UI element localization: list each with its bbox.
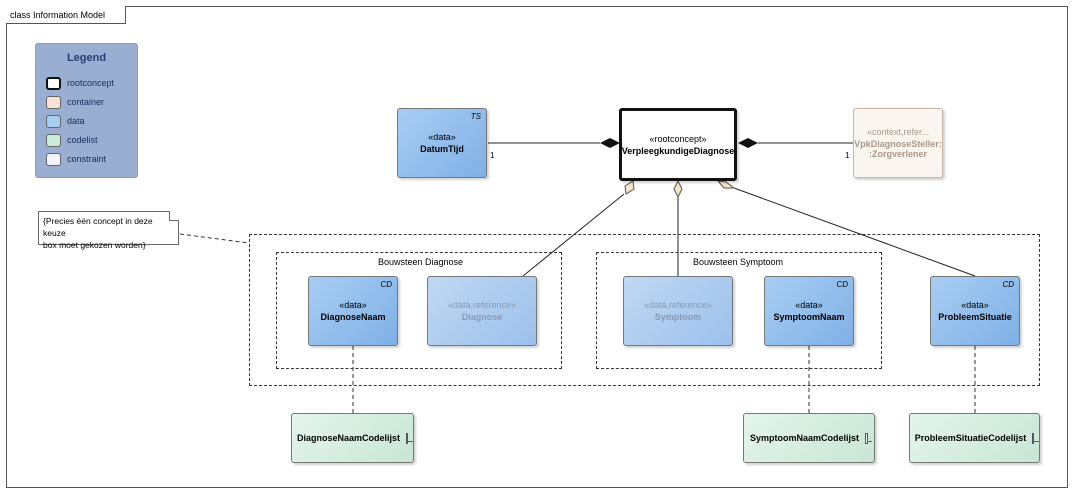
- symptoomnaam-class[interactable]: CD «data» SymptoomNaam: [764, 276, 854, 346]
- legend-item-codelist: codelist: [46, 133, 98, 147]
- diagnosenaam-codelijst[interactable]: DiagnoseNaamCodelijst: [291, 413, 414, 463]
- legend-title: Legend: [66, 52, 107, 64]
- legend-item-rootconcept: rootconcept: [46, 76, 114, 90]
- codelist-swatch: [46, 133, 61, 147]
- root-class-verpleegkundigediagnose[interactable]: «rootconcept» VerpleegkundigeDiagnose: [619, 108, 737, 181]
- zorgverlener-context-class[interactable]: «context,refer... VpkDiagnoseSteller: :Z…: [853, 108, 943, 178]
- probleemsituatie-class[interactable]: CD «data» ProbleemSituatie: [930, 276, 1020, 346]
- datumtijd-class[interactable]: TS «data» DatumTijd: [397, 108, 487, 178]
- diagram-frame: [6, 6, 1068, 488]
- group-label-symptoom: Bouwsteen Symptoom: [693, 257, 784, 267]
- document-icon: [406, 432, 414, 444]
- diagnosenaam-class[interactable]: CD «data» DiagnoseNaam: [308, 276, 398, 346]
- composition-diamond: [600, 138, 620, 148]
- legend-item-container: container: [46, 95, 104, 109]
- constraint-swatch: [46, 152, 61, 166]
- legend-item-constraint: constraint: [46, 152, 106, 166]
- container-swatch: [46, 95, 61, 109]
- legend: Legend rootconcept container data codeli…: [35, 43, 138, 178]
- symptoomnaam-codelijst[interactable]: SymptoomNaamCodelijst: [743, 413, 875, 463]
- diagram-title: class Information Model: [6, 6, 127, 24]
- document-icon: [1032, 432, 1040, 444]
- group-bouwsteen-diagnose: [276, 252, 562, 369]
- group-bouwsteen-symptoom: [596, 252, 882, 369]
- multiplicity-datumtijd: 1: [490, 151, 495, 160]
- multiplicity-steller: 1: [845, 151, 850, 160]
- choice-box: [249, 234, 1040, 386]
- composition-diamond: [738, 138, 758, 148]
- rootconcept-swatch: [46, 76, 61, 90]
- symptoom-reference-class[interactable]: «data,reference» Symptoom: [623, 276, 733, 346]
- document-icon: [865, 432, 872, 444]
- probleemsituatie-codelijst[interactable]: ProbleemSituatieCodelijst: [909, 413, 1040, 463]
- diagnose-reference-class[interactable]: «data,reference» Diagnose: [427, 276, 537, 346]
- group-label-diagnose: Bouwsteen Diagnose: [378, 257, 464, 267]
- legend-item-data: data: [46, 114, 85, 128]
- constraint-note[interactable]: {Precies één concept in deze keuze box m…: [38, 211, 179, 250]
- data-swatch: [46, 114, 61, 128]
